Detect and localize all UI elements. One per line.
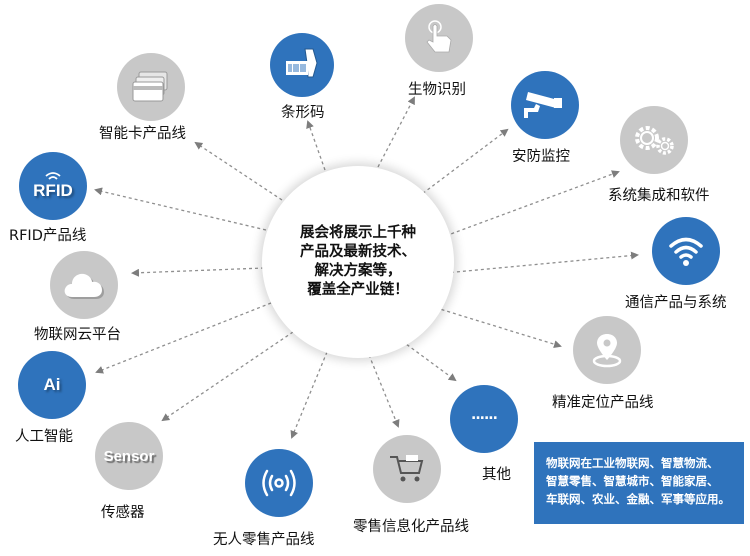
info-box-line: 车联网、农业、金融、军事等应用。	[546, 492, 730, 506]
node-positioning	[573, 316, 641, 384]
node-ai: Ai	[18, 351, 86, 419]
location-pin-icon	[592, 334, 622, 368]
card-icon	[132, 71, 168, 102]
node-label-other: 其他	[482, 467, 511, 483]
node-cloud	[50, 251, 118, 319]
node-systems	[620, 106, 688, 174]
node-rfid: RFID	[19, 152, 87, 220]
nfc-signal-icon	[262, 469, 296, 497]
node-label-ai: 人工智能	[15, 429, 73, 445]
node-label-rfid: RFID产品线	[9, 228, 87, 244]
shopping-cart-icon	[390, 455, 424, 482]
info-box-line: 智慧零售、智慧城市、智能家居、	[546, 474, 719, 488]
rfid-signal-icon	[45, 172, 61, 180]
center-hub-text: 展会将展示上千种 产品及最新技术、 解决方案等， 覆盖全产业链！	[283, 224, 433, 300]
barcode-scanner-icon	[286, 48, 318, 78]
node-label-communication: 通信产品与系统	[625, 295, 727, 311]
node-other: ......	[450, 385, 518, 453]
node-label-security: 安防监控	[512, 149, 570, 165]
center-line: 解决方案等，	[314, 263, 402, 279]
cloud-icon	[64, 273, 104, 299]
center-line: 展会将展示上千种	[300, 225, 416, 241]
center-line: 产品及最新技术、	[300, 244, 416, 260]
info-box: 物联网在工业物联网、智慧物流、 智慧零售、智慧城市、智能家居、 车联网、农业、金…	[534, 442, 744, 524]
cctv-camera-icon	[524, 92, 562, 118]
node-label-systems: 系统集成和软件	[608, 188, 710, 204]
center-line: 覆盖全产业链！	[307, 282, 409, 298]
node-label-unmanned-retail: 无人零售产品线	[213, 532, 315, 548]
node-label-retail-info: 零售信息化产品线	[353, 519, 469, 535]
ai-text-icon: Ai	[43, 375, 61, 394]
node-label-smartcard: 智能卡产品线	[99, 126, 186, 142]
node-communication	[652, 217, 720, 285]
ellipsis-icon: ......	[471, 407, 498, 423]
finger-touch-icon	[426, 20, 452, 53]
node-label-cloud: 物联网云平台	[34, 327, 121, 343]
node-barcode	[270, 33, 334, 97]
rfid-icon: RFID	[33, 171, 73, 201]
node-smartcard	[117, 53, 185, 121]
node-label-sensor: 传感器	[101, 505, 145, 521]
info-box-line: 物联网在工业物联网、智慧物流、	[546, 456, 719, 470]
node-unmanned-retail	[245, 449, 313, 517]
node-label-positioning: 精准定位产品线	[552, 395, 654, 411]
gears-icon	[635, 126, 674, 155]
node-biometrics	[405, 4, 473, 72]
node-retail-info	[373, 435, 441, 503]
node-security	[511, 71, 579, 139]
rfid-text: RFID	[33, 181, 73, 200]
node-label-biometrics: 生物识别	[408, 82, 466, 98]
node-sensor: Sensor	[95, 422, 163, 490]
wifi-icon	[669, 237, 703, 266]
center-hub-circle: 展会将展示上千种 产品及最新技术、 解决方案等， 覆盖全产业链！	[262, 166, 454, 358]
node-label-barcode: 条形码	[281, 105, 325, 121]
sensor-text-icon: Sensor	[103, 447, 155, 465]
